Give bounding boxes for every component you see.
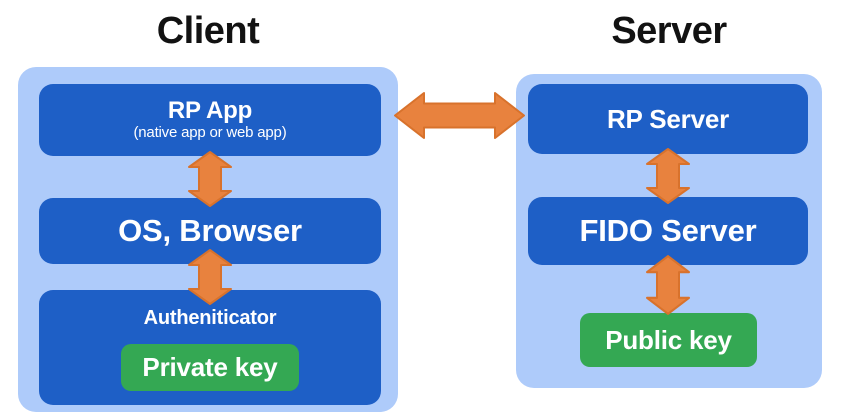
fido-server-box: FIDO Server <box>528 197 808 265</box>
authenticator-label: Autheniticator <box>143 307 277 329</box>
fidoserver-publickey-double-arrow-icon <box>646 255 690 315</box>
rp-server-label: RP Server <box>606 103 730 134</box>
rp-app-box: RP App (native app or web app) <box>39 84 381 156</box>
private-key-box: Private key <box>121 344 299 391</box>
rp-app-sublabel: (native app or web app) <box>133 124 287 142</box>
authenticator-box: Autheniticator Private key <box>39 290 381 405</box>
fido-server-label: FIDO Server <box>579 213 757 248</box>
public-key-box: Public key <box>580 313 757 367</box>
rpserver-fidoserver-double-arrow-icon <box>646 148 690 204</box>
rpapp-osbrowser-double-arrow-icon <box>188 151 232 207</box>
rp-app-label: RP App <box>167 96 253 124</box>
client-title: Client <box>156 10 260 52</box>
server-title: Server <box>611 10 727 52</box>
public-key-label: Public key <box>605 324 732 355</box>
osbrowser-authenticator-double-arrow-icon <box>188 249 232 305</box>
rp-server-box: RP Server <box>528 84 808 154</box>
os-browser-label: OS, Browser <box>118 213 302 248</box>
client-server-double-arrow-icon <box>394 92 525 139</box>
private-key-label: Private key <box>142 352 278 382</box>
